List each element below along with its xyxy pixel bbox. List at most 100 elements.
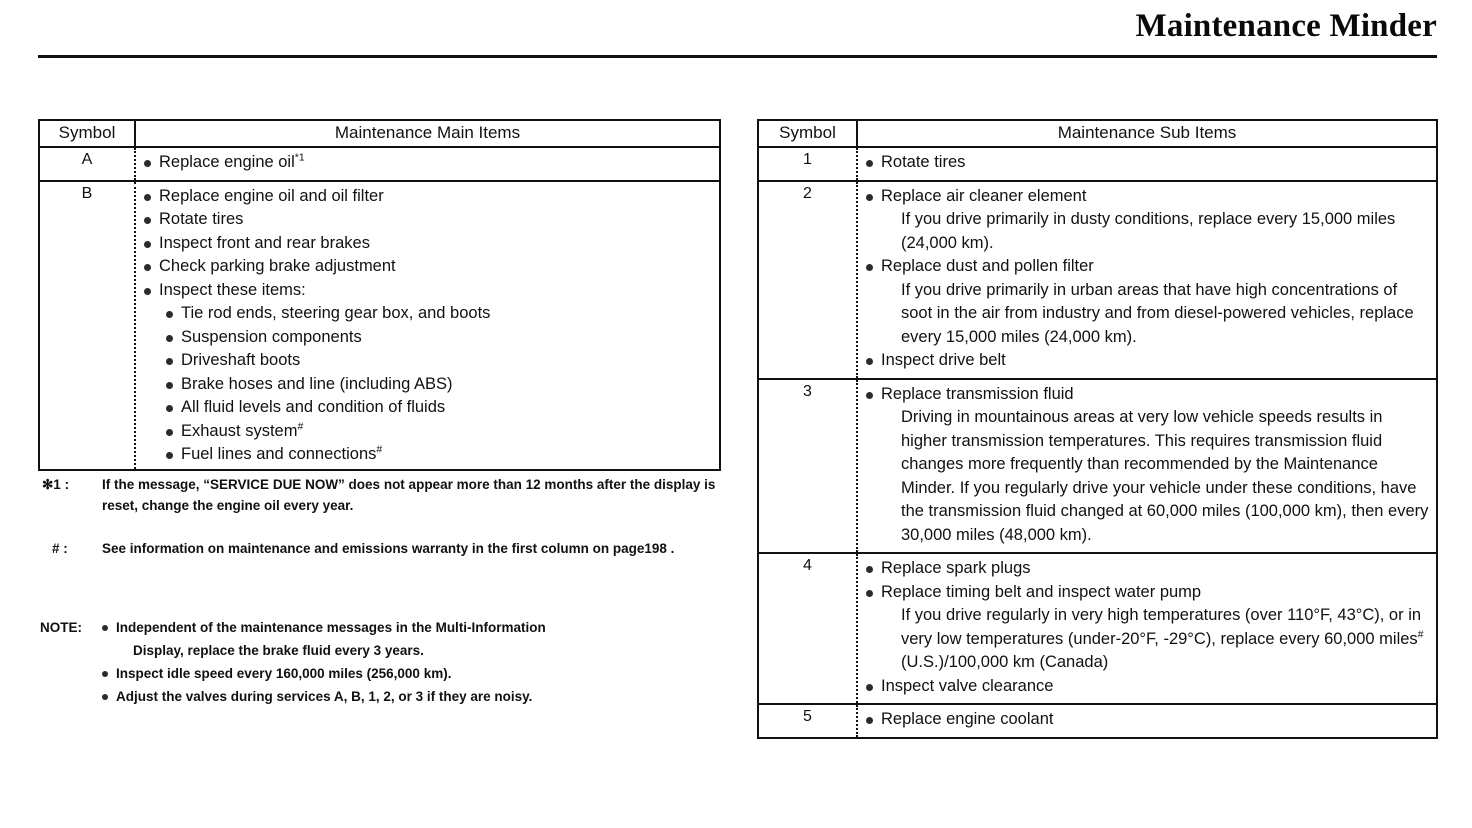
list-item: Replace spark plugs xyxy=(864,557,1430,581)
item-detail: If you drive primarily in dusty conditio… xyxy=(901,210,1396,252)
list-item: Replace air cleaner element If you drive… xyxy=(864,185,1430,256)
row-symbol-b: B xyxy=(40,181,136,469)
item-text: Replace engine oil and oil filter xyxy=(159,186,384,205)
item-text: Rotate tires xyxy=(881,153,966,171)
list-item: Tie rod ends, steering gear box, and boo… xyxy=(164,302,713,326)
note-item-line1: Independent of the maintenance messages … xyxy=(116,620,546,635)
sub-item-list: Tie rod ends, steering gear box, and boo… xyxy=(164,302,713,467)
footnote-mark: *1 xyxy=(294,151,305,164)
note-label: NOTE: xyxy=(40,620,82,635)
row-content-a: Replace engine oil*1 xyxy=(136,148,719,180)
column-header-symbol: Symbol xyxy=(759,121,858,146)
item-text: Fuel lines and connections xyxy=(181,445,377,463)
row-content-1: Rotate tires xyxy=(858,148,1436,180)
row-content-3: Replace transmission fluid Driving in mo… xyxy=(858,380,1436,553)
list-item: Fuel lines and connections# xyxy=(164,443,713,467)
item-text: Replace timing belt and inspect water pu… xyxy=(881,582,1202,601)
row-symbol-a: A xyxy=(40,148,136,180)
list-item: Inspect valve clearance xyxy=(864,675,1430,699)
maintenance-main-items-table: Symbol Maintenance Main Items A Replace … xyxy=(38,119,721,471)
item-text: Replace transmission fluid xyxy=(881,384,1074,403)
item-text: Suspension components xyxy=(181,327,362,346)
list-item: Inspect these items: xyxy=(142,279,713,303)
note-item-line2: Display, replace the brake fluid every 3… xyxy=(133,643,424,658)
row-content-4: Replace spark plugs Replace timing belt … xyxy=(858,554,1436,703)
item-text: Tie rod ends, steering gear box, and boo… xyxy=(181,304,491,322)
item-text: Inspect front and rear brakes xyxy=(159,233,370,252)
item-text: Exhaust system xyxy=(181,421,298,440)
list-item: Replace dust and pollen filter If you dr… xyxy=(864,255,1430,349)
row-content-5: Replace engine coolant xyxy=(858,705,1436,737)
footnote-mark: # xyxy=(376,443,383,456)
note-item: Adjust the valves during services A, B, … xyxy=(102,685,740,708)
list-item: Check parking brake adjustment xyxy=(142,255,713,279)
row-content-b: Replace engine oil and oil filter Rotate… xyxy=(136,182,719,469)
row-symbol-4: 4 xyxy=(759,554,858,703)
item-text: Check parking brake adjustment xyxy=(159,257,396,275)
note-block: NOTE: Independent of the maintenance mes… xyxy=(40,616,740,708)
list-item: Inspect front and rear brakes xyxy=(142,232,713,256)
note-item-line1: Adjust the valves during services A, B, … xyxy=(116,689,533,704)
footnote-mark: # xyxy=(1417,628,1424,640)
table-row: 1 Rotate tires xyxy=(759,148,1436,182)
list-item: Replace timing belt and inspect water pu… xyxy=(864,581,1430,675)
item-text: Inspect these items: xyxy=(159,280,306,299)
table-row: 2 Replace air cleaner element If you dri… xyxy=(759,181,1436,380)
list-item: Driveshaft boots xyxy=(164,349,713,373)
note-item-list: Independent of the maintenance messages … xyxy=(102,616,740,708)
footnote-mark: # xyxy=(297,420,304,432)
note-item: Independent of the maintenance messages … xyxy=(102,616,740,662)
item-text: Brake hoses and line (including ABS) xyxy=(181,374,453,393)
item-detail: If you drive primarily in urban areas th… xyxy=(901,280,1414,346)
list-item: All fluid levels and condition of fluids xyxy=(164,396,713,420)
note-item-line1: Inspect idle speed every 160,000 miles (… xyxy=(116,666,452,681)
item-text: All fluid levels and condition of fluids xyxy=(181,398,446,416)
item-text: Inspect drive belt xyxy=(881,351,1006,369)
footnote-text: If the message, “SERVICE DUE NOW” does n… xyxy=(102,477,716,513)
item-text: Rotate tires xyxy=(159,210,244,228)
footnote-key: ✻1 : xyxy=(42,477,70,492)
item-list: Replace engine coolant xyxy=(864,708,1430,732)
item-text: Replace air cleaner element xyxy=(881,186,1087,205)
row-symbol-1: 1 xyxy=(759,148,858,180)
table-header-row: Symbol Maintenance Sub Items xyxy=(759,121,1436,148)
item-text: Replace engine oil xyxy=(159,153,295,171)
row-symbol-3: 3 xyxy=(759,379,858,552)
list-item: Replace transmission fluid Driving in mo… xyxy=(864,383,1430,548)
list-item: Rotate tires xyxy=(142,208,713,232)
column-header-symbol: Symbol xyxy=(40,121,136,146)
table-header-row: Symbol Maintenance Main Items xyxy=(40,121,719,148)
list-item: Inspect drive belt xyxy=(864,349,1430,373)
table-row: 4 Replace spark plugs Replace timing bel… xyxy=(759,554,1436,705)
list-item: Replace engine oil and oil filter xyxy=(142,185,713,209)
item-text: Driveshaft boots xyxy=(181,351,301,369)
list-item: Suspension components xyxy=(164,326,713,350)
item-text: Replace dust and pollen filter xyxy=(881,257,1094,275)
footnote-star-1: ✻1 : If the message, “SERVICE DUE NOW” d… xyxy=(40,474,740,516)
table-row: A Replace engine oil*1 xyxy=(40,148,719,182)
item-list: Replace engine oil*1 xyxy=(142,151,713,175)
table-row: 3 Replace transmission fluid Driving in … xyxy=(759,379,1436,554)
note-item: Inspect idle speed every 160,000 miles (… xyxy=(102,662,740,685)
list-item: Exhaust system# xyxy=(164,420,713,444)
list-item: Replace engine coolant xyxy=(864,708,1430,732)
item-text: Replace spark plugs xyxy=(881,559,1031,577)
maintenance-sub-items-table: Symbol Maintenance Sub Items 1 Rotate ti… xyxy=(757,119,1438,739)
item-list: Replace air cleaner element If you drive… xyxy=(864,185,1430,373)
row-symbol-5: 5 xyxy=(759,705,858,737)
item-detail: If you drive regularly in very high temp… xyxy=(901,604,1430,675)
footnotes: ✻1 : If the message, “SERVICE DUE NOW” d… xyxy=(40,474,740,581)
item-detail: Driving in mountainous areas at very low… xyxy=(901,408,1429,544)
column-header-main-items: Maintenance Main Items xyxy=(334,123,521,142)
item-list: Rotate tires xyxy=(864,151,1430,175)
footnote-hash: # : See information on maintenance and e… xyxy=(40,538,740,559)
list-item: Replace engine oil*1 xyxy=(142,151,713,175)
item-list: Replace engine oil and oil filter Rotate… xyxy=(142,185,713,303)
page-header: Maintenance Minder xyxy=(38,8,1437,60)
header-divider xyxy=(38,55,1437,58)
footnote-text: See information on maintenance and emiss… xyxy=(102,541,675,556)
item-list: Replace spark plugs Replace timing belt … xyxy=(864,557,1430,698)
table-row: 5 Replace engine coolant xyxy=(759,705,1436,737)
table-row: B Replace engine oil and oil filter Rota… xyxy=(40,181,719,469)
list-item: Brake hoses and line (including ABS) xyxy=(164,373,713,397)
